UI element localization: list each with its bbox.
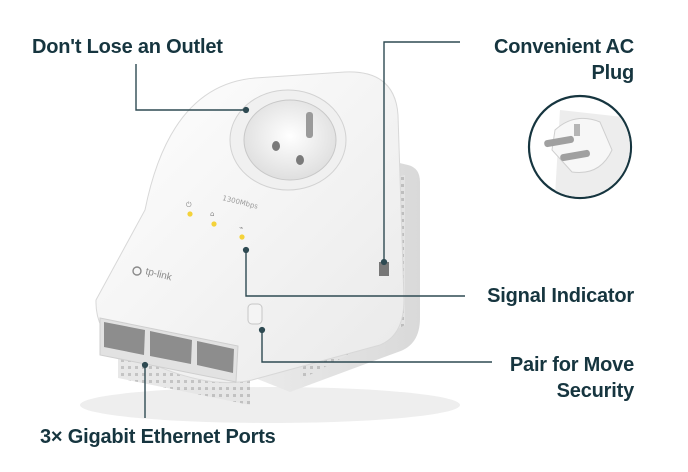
callout-ethernet-ports: 3× Gigabit Ethernet Ports bbox=[40, 426, 276, 448]
callout-ac-plug: Convenient AC Plug bbox=[494, 34, 634, 86]
callout-pair: Pair for Move Security bbox=[510, 352, 634, 404]
pair-button bbox=[247, 303, 263, 325]
ethernet-ports bbox=[99, 317, 239, 383]
plug-pin bbox=[379, 262, 389, 276]
callout-outlet: Don't Lose an Outlet bbox=[32, 36, 223, 58]
svg-text:⏻: ⏻ bbox=[186, 201, 192, 209]
callout-pair-line1: Pair for Move bbox=[509, 354, 634, 376]
signal-indicator-leds: ⏻ ⌂ ⌁ bbox=[186, 201, 245, 240]
callout-signal-indicator: Signal Indicator bbox=[487, 285, 634, 307]
callout-pair-line2: Security bbox=[556, 380, 635, 402]
callout-ac-plug-line2: Plug bbox=[591, 62, 634, 84]
outlet-socket bbox=[229, 89, 347, 191]
svg-text:⌁: ⌁ bbox=[239, 224, 243, 232]
svg-text:⌂: ⌂ bbox=[210, 210, 214, 218]
leader-lines bbox=[135, 41, 492, 418]
ac-plug-inset bbox=[527, 94, 633, 200]
callout-ac-plug-line1: Convenient AC bbox=[494, 36, 634, 58]
device-shadow bbox=[80, 387, 460, 423]
